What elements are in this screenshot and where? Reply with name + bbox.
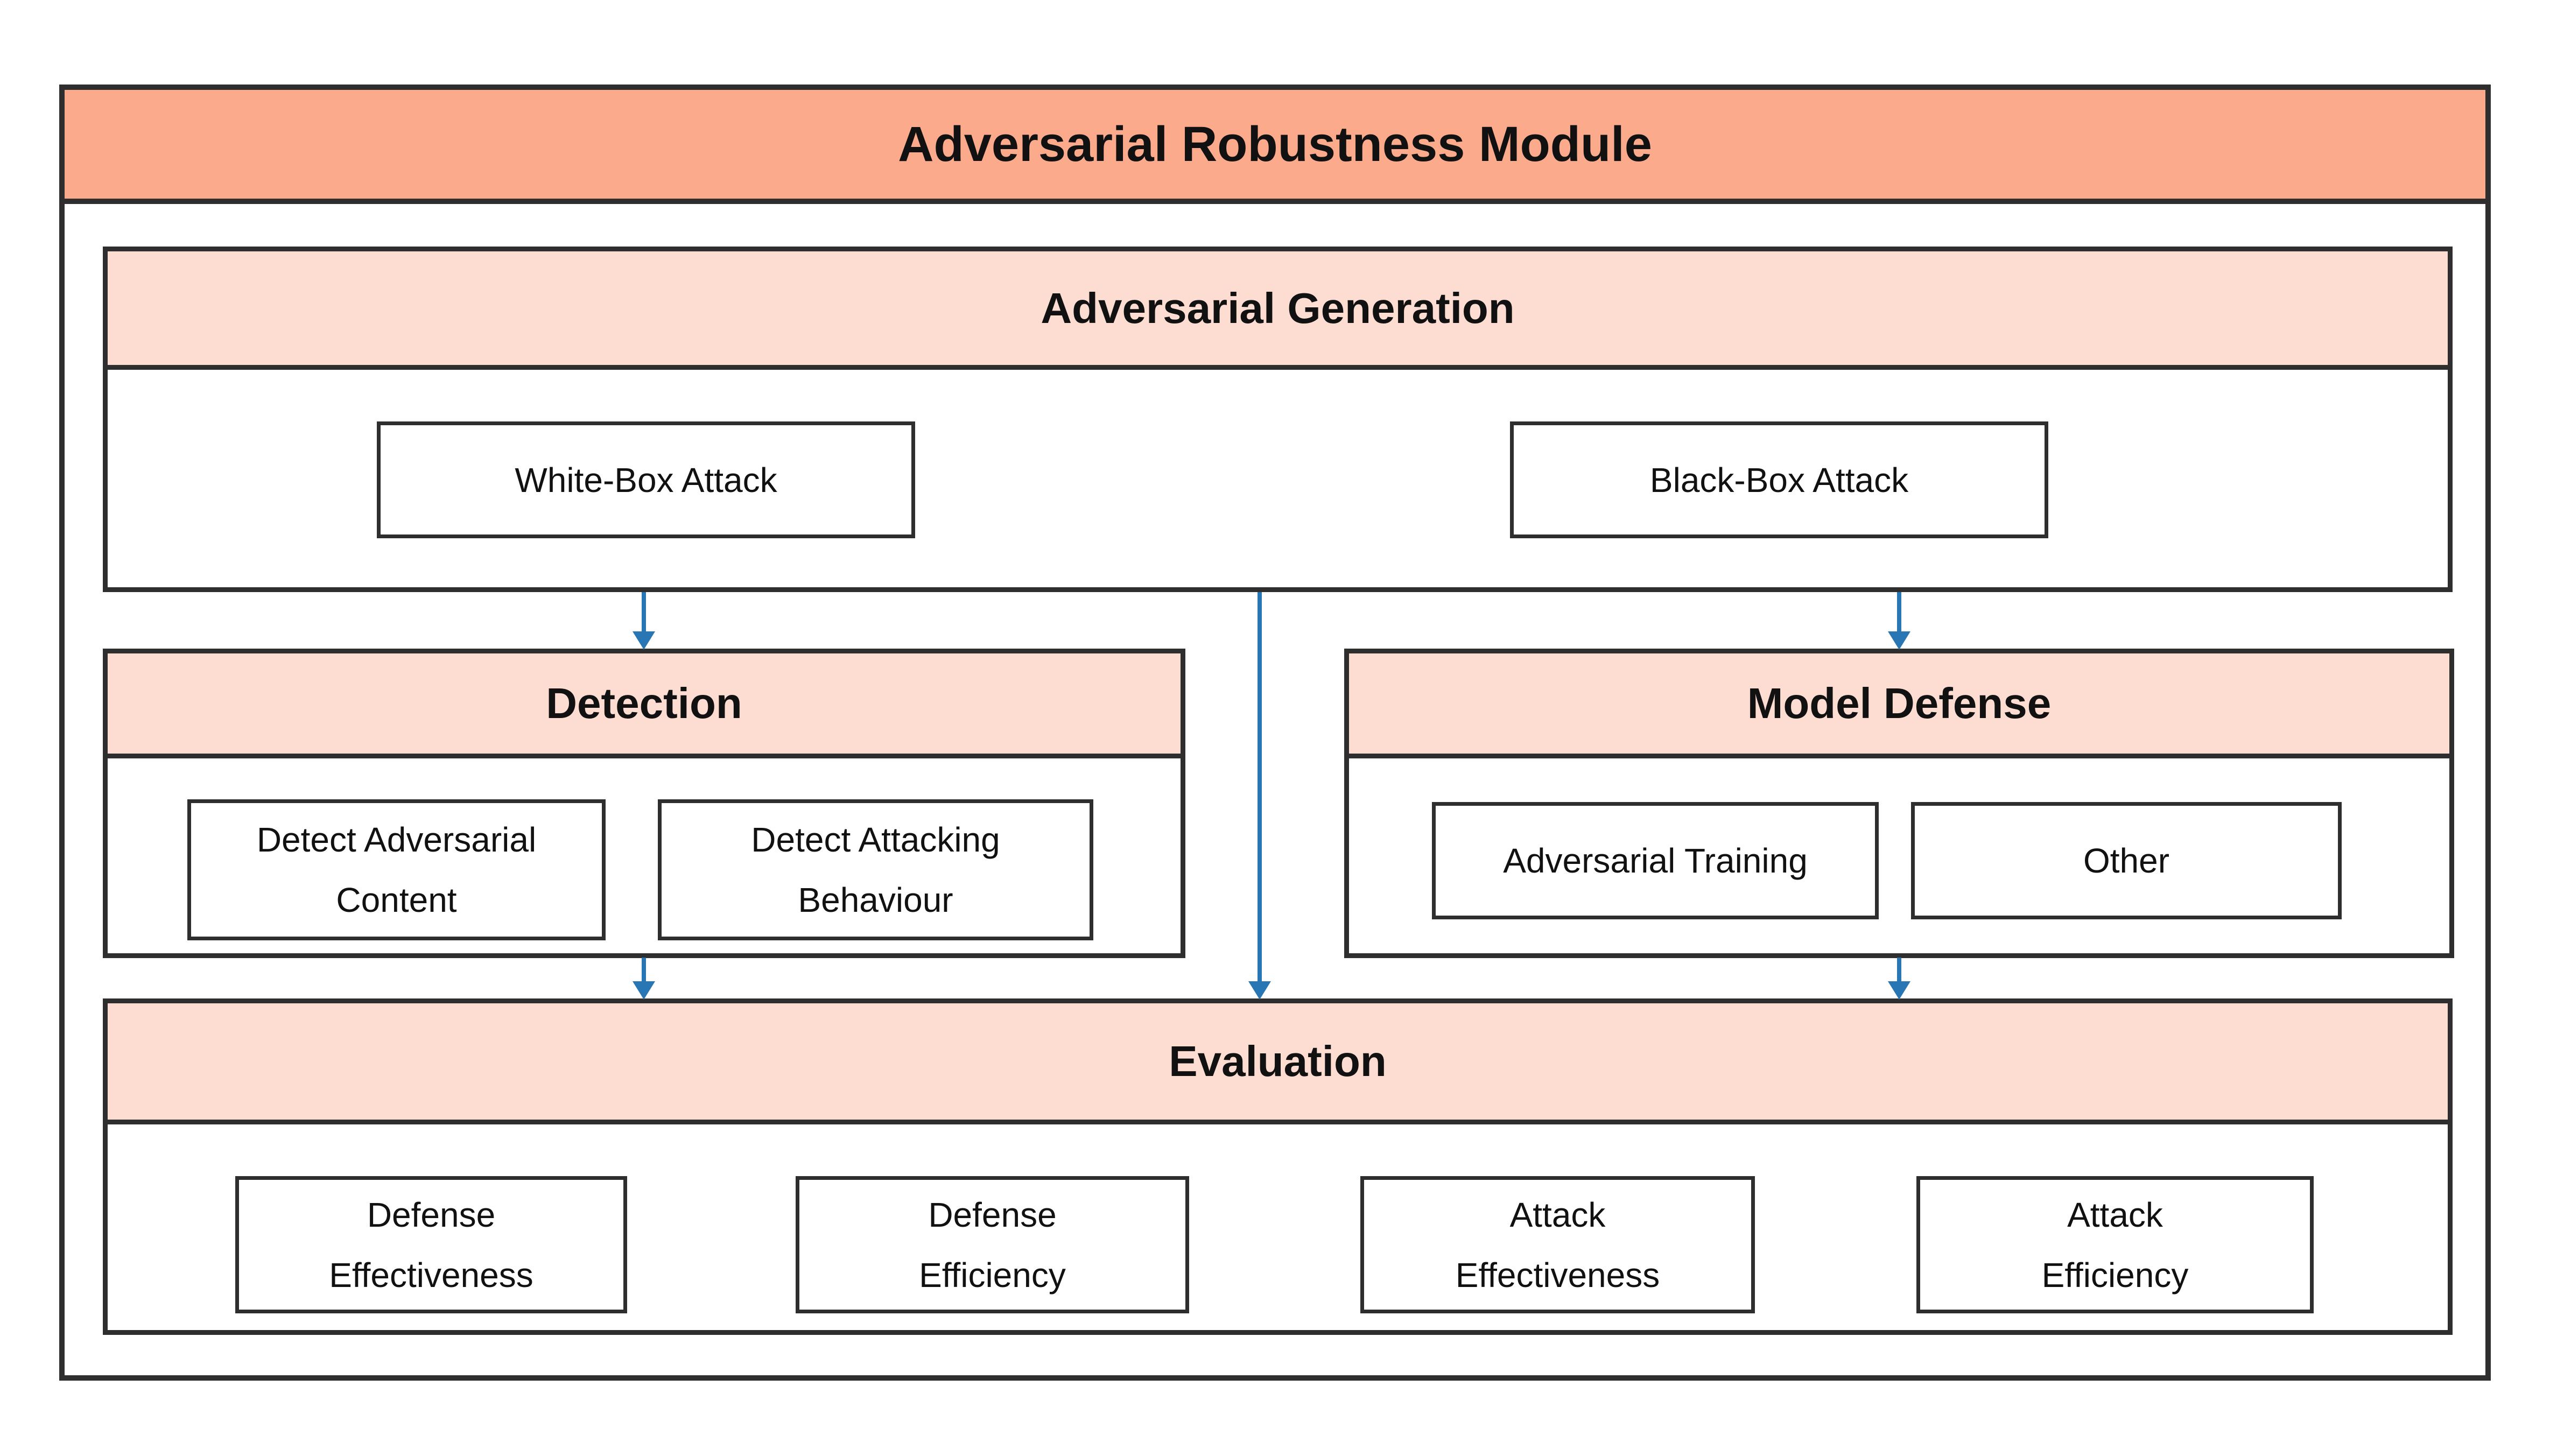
black-box-attack-label: Black-Box Attack xyxy=(1649,460,1909,500)
detection-section-title: Detection xyxy=(546,679,742,727)
detect-adversarial-content-label: Detect Adversarial Content xyxy=(256,820,537,919)
arrow-line xyxy=(1897,592,1901,635)
arrow-generation-to-detection-icon xyxy=(632,592,656,650)
generation-section-title: Adversarial Generation xyxy=(1041,284,1515,332)
detect-attacking-behaviour-node: Detect Attacking Behaviour xyxy=(658,799,1093,940)
generation-section-header: Adversarial Generation xyxy=(108,251,2448,370)
arrow-detection-to-evaluation-icon xyxy=(632,958,656,1000)
detect-attacking-behaviour-label: Detect Attacking Behaviour xyxy=(751,820,1000,919)
module-title: Adversarial Robustness Module xyxy=(898,116,1652,172)
module-title-bar: Adversarial Robustness Module xyxy=(59,85,2491,204)
arrow-line xyxy=(1897,958,1901,984)
arrow-head xyxy=(633,981,655,1000)
arrow-head xyxy=(1888,981,1910,1000)
arrow-head xyxy=(633,631,655,650)
detection-section-header: Detection xyxy=(108,653,1181,758)
arrow-line xyxy=(642,958,646,984)
arrow-generation-to-evaluation-icon xyxy=(1248,592,1272,1000)
arrow-head xyxy=(1888,631,1910,650)
defense-efficiency-label: Defense Efficiency xyxy=(919,1195,1066,1295)
evaluation-section-title: Evaluation xyxy=(1169,1037,1387,1085)
arrow-line xyxy=(642,592,646,635)
attack-effectiveness-node: Attack Effectiveness xyxy=(1360,1176,1755,1313)
white-box-attack-node: White-Box Attack xyxy=(377,421,915,538)
generation-section: Adversarial Generation xyxy=(103,247,2453,592)
evaluation-section-header: Evaluation xyxy=(108,1003,2448,1124)
attack-efficiency-label: Attack Efficiency xyxy=(2041,1195,2189,1295)
other-defense-node: Other xyxy=(1911,802,2342,919)
adversarial-training-label: Adversarial Training xyxy=(1503,841,1808,880)
white-box-attack-label: White-Box Attack xyxy=(515,460,777,500)
defense-effectiveness-label: Defense Effectiveness xyxy=(329,1195,533,1295)
defense-effectiveness-node: Defense Effectiveness xyxy=(235,1176,627,1313)
attack-effectiveness-label: Attack Effectiveness xyxy=(1455,1195,1660,1295)
detect-adversarial-content-node: Detect Adversarial Content xyxy=(187,799,606,940)
arrow-generation-to-defense-icon xyxy=(1887,592,1911,650)
model-defense-section-header: Model Defense xyxy=(1349,653,2449,758)
adversarial-training-node: Adversarial Training xyxy=(1432,802,1879,919)
arrow-line xyxy=(1258,592,1262,984)
other-defense-label: Other xyxy=(2083,841,2170,880)
arrow-defense-to-evaluation-icon xyxy=(1887,958,1911,1000)
attack-efficiency-node: Attack Efficiency xyxy=(1916,1176,2314,1313)
arrow-head xyxy=(1248,981,1271,1000)
black-box-attack-node: Black-Box Attack xyxy=(1510,421,2048,538)
model-defense-section-title: Model Defense xyxy=(1747,679,2052,727)
defense-efficiency-node: Defense Efficiency xyxy=(796,1176,1189,1313)
